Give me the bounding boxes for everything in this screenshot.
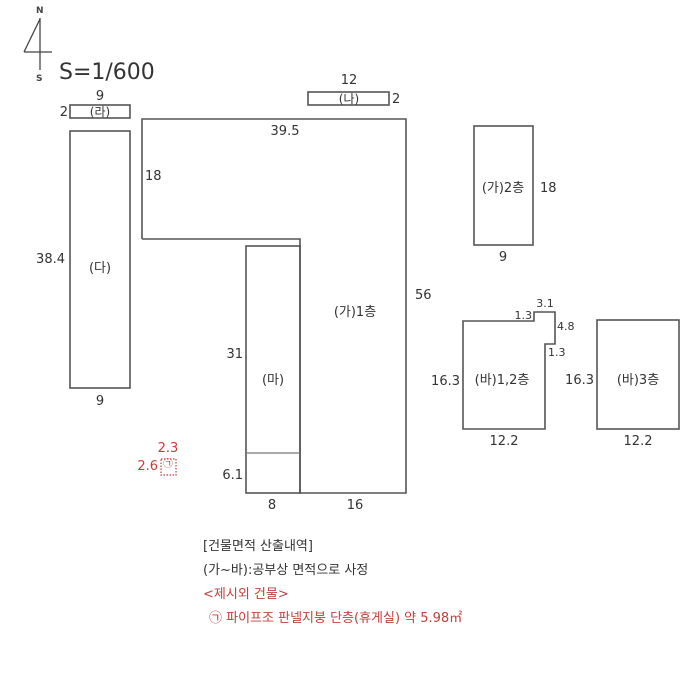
ma-width: 8 <box>267 498 277 513</box>
building-na-outline <box>307 91 390 106</box>
na-label: (나) <box>338 92 360 106</box>
building-ra-outline <box>69 104 131 119</box>
building-ba12-outline <box>462 311 556 430</box>
legend-excluded-title: <제시외 건물> <box>203 587 289 602</box>
na-height: 2 <box>392 92 401 107</box>
ma-lower-height: 6.1 <box>222 468 243 483</box>
area-calculation-legend: [건물면적 산출내역] (가~바):공부상 면적으로 사정 <제시외 건물> ㉠… <box>203 535 462 631</box>
ba12-width: 12.2 <box>489 434 519 449</box>
ba12-notch-b: 1.3 <box>548 346 566 359</box>
ga1-label: (가)1층 <box>333 305 377 320</box>
ga2-height: 18 <box>540 181 557 196</box>
legend-excluded-item: ㉠ 파이프조 판넬지붕 단층(휴게실) 약 5.98㎡ <box>209 611 463 626</box>
ga1-left-height: 18 <box>145 169 162 184</box>
annex-height: 2.6 <box>137 459 158 474</box>
ra-label: (라) <box>89 105 111 119</box>
compass-south-label: S <box>36 74 43 84</box>
building-ma-outline <box>245 245 301 494</box>
ga2-width: 9 <box>498 250 508 265</box>
ga1-bottom-width: 16 <box>346 498 364 513</box>
legend-title: [건물면적 산출내역] <box>203 539 313 554</box>
da-width: 9 <box>95 394 105 409</box>
ga2-label: (가)2층 <box>481 181 525 196</box>
ba12-notch-a: 1.3 <box>514 309 533 322</box>
compass-north-label: N <box>36 6 44 16</box>
ba12-notch-top: 3.1 <box>536 297 554 310</box>
annex-outline <box>160 458 177 476</box>
na-width: 12 <box>340 73 358 88</box>
ra-width: 9 <box>95 89 105 104</box>
north-arrow-icon <box>23 18 52 70</box>
annex-symbol: ㉠ <box>163 459 173 470</box>
ba3-width: 12.2 <box>623 434 653 449</box>
da-height: 38.4 <box>36 252 65 267</box>
ra-height: 2 <box>59 105 68 120</box>
da-label: (다) <box>88 261 112 276</box>
ma-height: 31 <box>226 347 243 362</box>
building-da-outline <box>69 130 131 389</box>
building-ga1-outline <box>141 118 407 494</box>
ba3-height: 16.3 <box>565 373 594 388</box>
ga1-right-height: 56 <box>415 288 432 303</box>
ba12-label: (바)1,2층 <box>474 373 530 388</box>
ga1-top-width: 39.5 <box>270 124 300 139</box>
annex-width: 2.3 <box>157 441 179 456</box>
ba3-label: (바)3층 <box>616 373 660 388</box>
ma-label: (마) <box>261 373 285 388</box>
building-ga2-outline <box>473 125 534 246</box>
ba12-height: 16.3 <box>431 374 460 389</box>
ba12-notch-side: 4.8 <box>557 320 575 333</box>
legend-line1: (가~바):공부상 면적으로 사정 <box>203 563 369 578</box>
building-ba3-outline <box>596 319 680 430</box>
scale-label: S=1/600 <box>59 60 155 85</box>
